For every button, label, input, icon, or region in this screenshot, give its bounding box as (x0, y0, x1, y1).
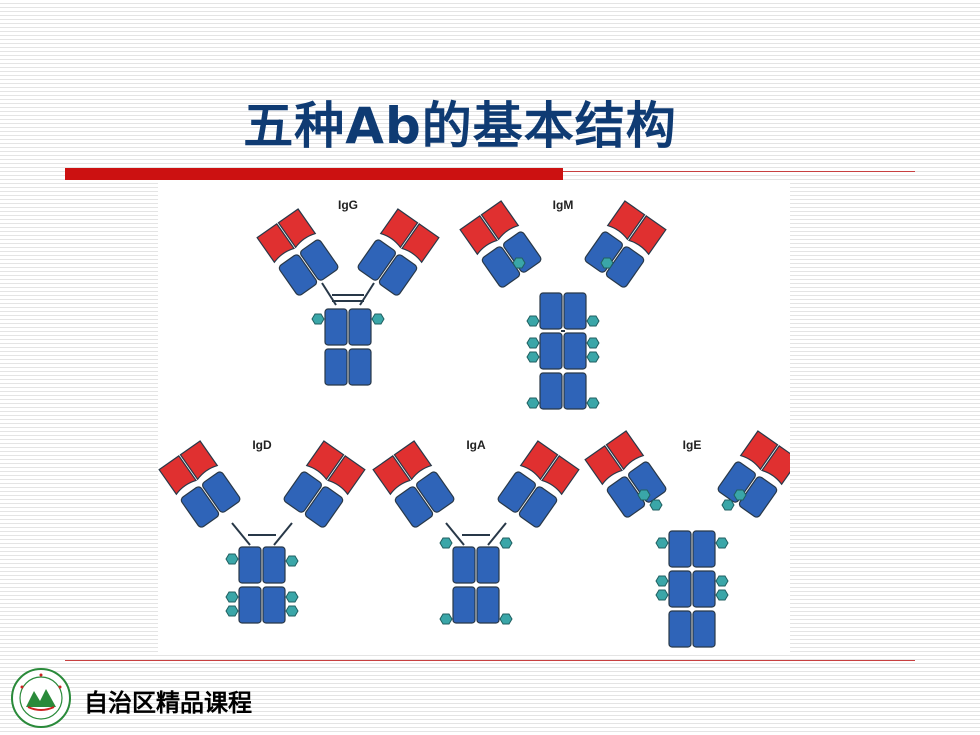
university-logo-icon (10, 667, 72, 729)
label-ige: IgE (683, 438, 702, 452)
footer-course-label: 自治区精品课程 (84, 689, 252, 717)
antibody-igm: IgM (459, 198, 667, 410)
title-underline-bar (65, 168, 563, 180)
slide-title: 五种Ab的基本结构 (243, 97, 677, 155)
antibody-iga: IgA (372, 438, 580, 625)
label-igg: IgG (338, 198, 358, 212)
label-igm: IgM (553, 198, 574, 212)
label-iga: IgA (466, 438, 486, 452)
antibody-igg: IgG (256, 198, 440, 386)
antibody-ige: IgE (584, 430, 790, 648)
label-igd: IgD (252, 438, 272, 452)
title-divider-line (563, 171, 915, 172)
footer-divider-line (65, 660, 915, 661)
antibody-structure-diagram: IgG IgM (158, 183, 790, 655)
antibody-igd: IgD (158, 438, 366, 624)
